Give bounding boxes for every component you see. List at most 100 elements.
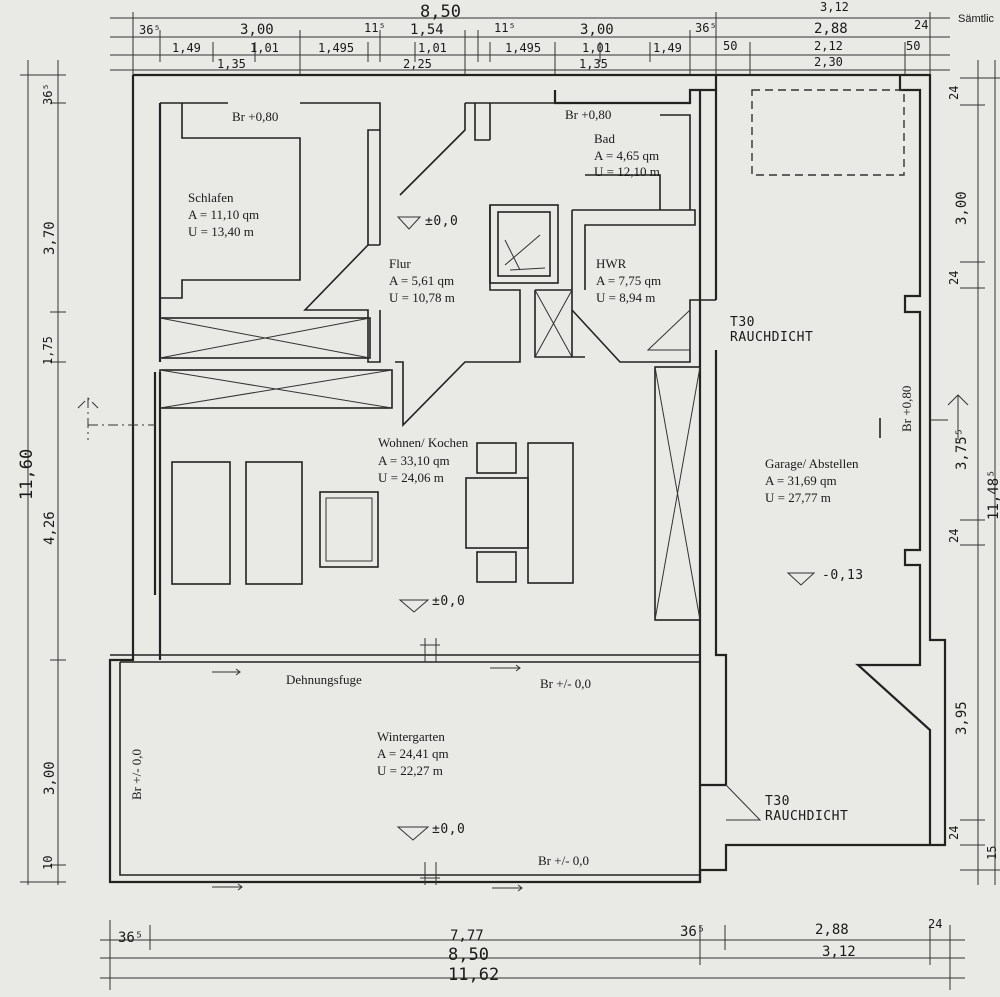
- dim-label: 1,35: [579, 57, 608, 71]
- rauchdicht-label: RAUCHDICHT: [730, 330, 813, 345]
- flur-level: ±0,0: [425, 214, 458, 229]
- armchair: [319, 491, 379, 568]
- hwr-perimeter: U = 8,94 m: [596, 290, 655, 305]
- dim-label: 3,00: [580, 22, 614, 38]
- bad-perimeter: U = 12,10 m: [594, 164, 660, 179]
- dim-label: 1,01: [582, 41, 611, 55]
- dim-label: 15: [985, 846, 999, 860]
- dim-label: 24: [947, 529, 961, 543]
- schlafen-area: A = 11,10 qm: [188, 207, 259, 222]
- garage-sill: Br +0,80: [899, 386, 914, 432]
- dim-label: 24: [947, 271, 961, 285]
- sofa-mid: [245, 461, 303, 585]
- dim-label: 7,77: [450, 928, 484, 944]
- dim-label: 2,12: [814, 39, 843, 53]
- dim-label: 3,00: [954, 191, 970, 225]
- wohnen-perimeter: U = 24,06 m: [378, 470, 444, 485]
- dim-label: 1,495: [505, 41, 541, 55]
- room-flur: Flur A = 5,61 qm U = 10,78 m: [389, 256, 455, 305]
- dim-label: 1,75: [41, 336, 55, 365]
- room-hwr: HWR A = 7,75 qm U = 8,94 m: [596, 256, 661, 305]
- bottom-total-dim: 11,62: [448, 965, 499, 985]
- dim-label: 2,30: [814, 55, 843, 69]
- dim-label: 24: [914, 18, 928, 32]
- room-schlafen: Br +0,80 Schlafen A = 11,10 qm U = 13,40…: [188, 109, 278, 239]
- dim-label: 1,01: [418, 41, 447, 55]
- level-markers: ±0,0 ±0,0 ±0,0 -0,13: [396, 214, 864, 841]
- wintergarten-sill-top: Br +/- 0,0: [540, 676, 591, 691]
- dim-label: 36⁵: [41, 83, 55, 105]
- top-right-total-dim: 3,12: [820, 0, 849, 14]
- header-note: Sämtlic: [958, 13, 995, 25]
- right-total-dim: 11,48⁵: [986, 469, 1000, 520]
- chair: [476, 442, 517, 474]
- dim-label: 36⁵: [695, 21, 717, 35]
- dim-label: 8,50: [448, 945, 489, 965]
- direction-arrows: [212, 664, 523, 892]
- room-garage: Br +0,80 Garage/ Abstellen A = 31,69 qm …: [765, 386, 914, 505]
- left-dimension-chain: 11,60 36⁵ 3,70 1,75 4,26 3,00 10: [17, 60, 66, 885]
- dim-label: 1,54: [410, 22, 444, 38]
- wintergarten-area: A = 24,41 qm: [377, 746, 449, 761]
- dim-label: 3,70: [42, 221, 58, 255]
- sofa-left: [171, 461, 231, 585]
- dim-label: 2,88: [814, 21, 848, 37]
- dim-label: 3,95: [954, 701, 970, 735]
- dim-label: 1,01: [250, 41, 279, 55]
- dehnungsfuge-label: Dehnungsfuge: [286, 672, 362, 687]
- dim-label: 3,75⁵: [954, 428, 970, 470]
- dim-label: 50: [906, 39, 920, 53]
- dim-label: 11⁵: [364, 21, 386, 35]
- hwr-area: A = 7,75 qm: [596, 273, 661, 288]
- garage-area: A = 31,69 qm: [765, 473, 837, 488]
- garage-level: -0,13: [822, 568, 864, 583]
- dim-label: 50: [723, 39, 737, 53]
- dim-label: 24: [928, 917, 942, 931]
- dining-table: [465, 477, 529, 549]
- wintergarten-sill-left: Br +/- 0,0: [129, 749, 144, 800]
- dim-label: 1,495: [318, 41, 354, 55]
- hwr-name: HWR: [596, 256, 627, 271]
- top-dimension-chain: 8,50 3,12 36⁵ 3,00 11⁵ 1,54 11⁵ 3,00 36⁵…: [110, 0, 995, 76]
- dim-label: 3,00: [240, 22, 274, 38]
- t30-note-upper: T30 RAUCHDICHT: [730, 315, 813, 345]
- walls: [77, 73, 969, 885]
- t30-label: T30: [730, 315, 755, 330]
- schlafen-perimeter: U = 13,40 m: [188, 224, 254, 239]
- dim-label: 36⁵: [118, 930, 143, 946]
- bad-name: Bad: [594, 131, 615, 146]
- dim-label: 10: [41, 856, 55, 870]
- flur-perimeter: U = 10,78 m: [389, 290, 455, 305]
- wintergarten-sill-bottom: Br +/- 0,0: [538, 853, 589, 868]
- room-wintergarten: Dehnungsfuge Br +/- 0,0 Br +/- 0,0 Winte…: [129, 672, 591, 868]
- kitchen-counter: [527, 442, 574, 584]
- dim-label: 1,35: [217, 57, 246, 71]
- dim-label: 36⁵: [680, 924, 705, 940]
- rauchdicht-label: RAUCHDICHT: [765, 809, 848, 824]
- chair: [476, 551, 517, 583]
- t30-note-lower: T30 RAUCHDICHT: [765, 794, 848, 824]
- bad-area: A = 4,65 qm: [594, 148, 659, 163]
- bottom-dimension-chain: 36⁵ 7,77 36⁵ 2,88 24 8,50 3,12 11,62: [100, 917, 965, 990]
- room-bad: Br +0,80 Bad A = 4,65 qm U = 12,10 m: [565, 107, 660, 179]
- dim-label: 24: [947, 86, 961, 100]
- dim-label: 3,12: [822, 944, 856, 960]
- dim-label: 11⁵: [494, 21, 516, 35]
- dim-label: 1,49: [172, 41, 201, 55]
- furniture: [171, 442, 574, 585]
- wintergarten-level: ±0,0: [432, 822, 465, 837]
- garage-name: Garage/ Abstellen: [765, 456, 859, 471]
- dim-label: 3,00: [42, 761, 58, 795]
- wohnen-area: A = 33,10 qm: [378, 453, 450, 468]
- right-dimension-chain: 11,48⁵ 24 3,00 24 3,75⁵ 24 3,95 24 15: [947, 60, 1000, 885]
- wohnen-name: Wohnen/ Kochen: [378, 435, 469, 450]
- top-total-dim: 8,50: [420, 2, 461, 22]
- dim-label: 2,88: [815, 922, 849, 938]
- schlafen-sill: Br +0,80: [232, 109, 278, 124]
- room-wohnen: Wohnen/ Kochen A = 33,10 qm U = 24,06 m: [378, 435, 469, 485]
- schlafen-name: Schlafen: [188, 190, 234, 205]
- dim-label: 24: [947, 826, 961, 840]
- left-total-dim: 11,60: [17, 449, 37, 500]
- dim-label: 4,26: [42, 511, 58, 545]
